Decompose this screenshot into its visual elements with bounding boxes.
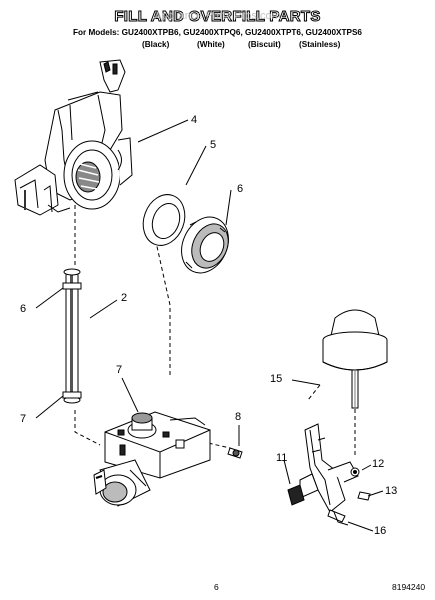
- callout-8: 8: [235, 411, 242, 423]
- callout-6-bottom: 7: [20, 413, 27, 425]
- callout-4: 5: [210, 139, 217, 151]
- color-black: (Black): [142, 40, 170, 49]
- float-part: [322, 309, 388, 409]
- float-switch-bracket: [287, 423, 371, 526]
- callout-16: 16: [374, 525, 387, 537]
- part-number: 8194240: [392, 582, 426, 592]
- fill-funnel-part: [14, 59, 133, 216]
- page-number: 6: [214, 582, 219, 592]
- callout-3: 4: [191, 114, 198, 126]
- callout-2: 2: [121, 292, 128, 304]
- callout-7: 7: [116, 364, 123, 376]
- float-cap-part: [181, 216, 229, 274]
- callout-6-top: 6: [20, 303, 27, 315]
- color-white: (White): [197, 40, 225, 49]
- color-biscuit: (Biscuit): [248, 40, 281, 49]
- color-stainless: (Stainless): [299, 40, 341, 49]
- diagram-title: FILL AND OVERFILL PARTS: [114, 8, 321, 26]
- watermark: Appliance Parts Pros.com: [154, 10, 281, 22]
- inlet-valve-part: [93, 411, 211, 507]
- gasket-part: [142, 194, 186, 246]
- fill-tube-part: [62, 268, 82, 404]
- screw-part: [227, 447, 243, 459]
- model-list: For Models: GU2400XTPB6, GU2400XTPQ6, GU…: [73, 28, 362, 37]
- callout-13: 13: [385, 485, 398, 497]
- alignment-lines: [74, 205, 356, 458]
- callout-11: 11: [276, 452, 288, 464]
- callout-5: 6: [237, 183, 244, 195]
- callout-12: 12: [372, 458, 385, 470]
- leader-lines: [35, 119, 384, 532]
- callout-15: 15: [270, 373, 283, 385]
